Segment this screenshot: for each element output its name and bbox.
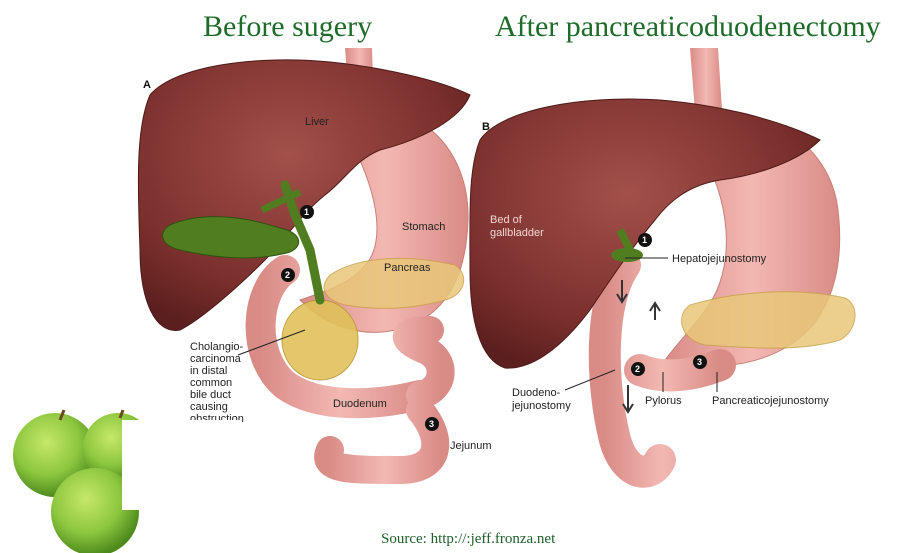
pancreas-b xyxy=(682,292,855,348)
panel-a: A 1 2 3 Liver Stoma xyxy=(138,48,491,470)
svg-text:1: 1 xyxy=(304,207,309,217)
label-liver: Liver xyxy=(305,116,329,128)
marker-a-1: 1 xyxy=(300,205,314,219)
label-tumor: Cholangio- carcinoma in distal common bi… xyxy=(190,341,244,425)
label-pancreaticojejunostomy: Pancreaticojejunostomy xyxy=(712,395,829,407)
esophagus-b xyxy=(690,48,722,112)
label-duodenum: Duodenum xyxy=(333,398,387,410)
marker-a-2: 2 xyxy=(281,268,295,282)
svg-text:3: 3 xyxy=(697,357,702,367)
marker-b-2: 2 xyxy=(631,362,645,376)
svg-text:Cholangio-: Cholangio- xyxy=(190,341,244,353)
svg-text:3: 3 xyxy=(429,419,434,429)
svg-text:bile duct: bile duct xyxy=(190,389,231,401)
svg-text:causing: causing xyxy=(190,401,228,413)
svg-text:2: 2 xyxy=(635,364,640,374)
source-credit: Source: http://:jeff.fronza.net xyxy=(381,531,555,548)
svg-text:jejunostomy: jejunostomy xyxy=(511,400,571,412)
panel-b: B 1 2 3 Bed of xyxy=(470,48,855,472)
white-patch xyxy=(122,420,242,510)
tumor-a xyxy=(282,300,358,380)
svg-text:1: 1 xyxy=(642,235,647,245)
marker-b-1: 1 xyxy=(638,233,652,247)
svg-text:common: common xyxy=(190,377,232,389)
svg-text:carcinoma: carcinoma xyxy=(190,353,242,365)
flow-arrow-3 xyxy=(623,385,633,412)
svg-text:in distal: in distal xyxy=(190,365,227,377)
svg-text:2: 2 xyxy=(285,270,290,280)
label-pylorus: Pylorus xyxy=(645,395,682,407)
svg-text:gallbladder: gallbladder xyxy=(490,227,544,239)
label-hepatojejunostomy: Hepatojejunostomy xyxy=(672,253,767,265)
marker-a-3: 3 xyxy=(425,417,439,431)
label-stomach: Stomach xyxy=(402,221,445,233)
svg-text:Duodeno-: Duodeno- xyxy=(512,387,561,399)
panel-a-letter: A xyxy=(143,79,151,91)
marker-b-3: 3 xyxy=(693,355,707,369)
label-jejunum: Jejunum xyxy=(450,440,492,452)
flow-arrow-2 xyxy=(650,303,660,320)
svg-text:Bed of: Bed of xyxy=(490,214,523,226)
label-pancreas: Pancreas xyxy=(384,262,431,274)
label-duodenojejunostomy: Duodeno- jejunostomy xyxy=(511,387,571,412)
duct-stump-b xyxy=(611,248,643,262)
